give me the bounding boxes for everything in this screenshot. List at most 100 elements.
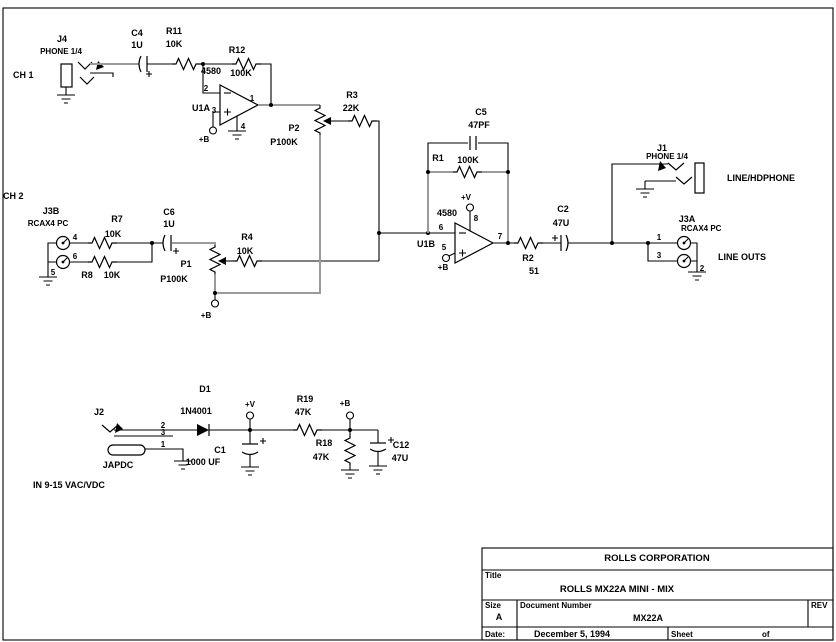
title-label: Title [485,571,502,580]
wire-r7-r8-join [117,242,163,263]
d1-value: 1N4001 [180,406,212,416]
bus-bias-terminal [210,299,220,308]
u1b-ref: U1B [417,239,436,249]
p2-value: P100K [270,137,298,147]
outputs-section [611,161,706,281]
c2-value: 47U [553,218,570,228]
bias-bus-wire [214,135,321,294]
rev-label: REV [811,601,828,610]
r1-resistor-symbol [453,165,482,179]
r19-resistor-symbol [293,423,322,437]
r1-value: 100K [457,155,479,165]
title-block: ROLLS CORPORATION Title ROLLS MX22A MINI… [481,547,834,641]
wire-j3b-to-resistors [69,242,88,263]
u1a-opamp-symbol [208,84,260,140]
c5-value: 47PF [468,120,490,130]
c12-value: 47U [392,453,409,463]
r11-ref: R11 [166,26,182,36]
u1b-pin7: 7 [498,232,503,241]
r11-value: 10K [166,39,183,49]
j3b-pin6: 6 [73,252,78,261]
ch2-label: CH 2 [3,191,24,201]
c1-ref: C1 [214,445,226,455]
j3b-pin4: 4 [73,233,78,242]
j3b-ref: J3B [43,206,60,216]
j2-type: JAPDC [103,460,134,470]
bus-bias-label: +B [201,311,212,320]
p2-ref: P2 [288,123,299,133]
ch1-labels: CH 1 J4 PHONE 1/4 C4 1U R11 10K R12 100K… [13,26,360,147]
u1b-pin5: 5 [442,243,447,252]
u1a-bias-terminal [208,126,218,135]
jack-actuator-arrow-icon [115,423,123,433]
feedback-loop-wire [427,171,509,243]
r19-ref: R19 [297,394,314,404]
c2-ref: C2 [557,204,569,214]
u1b-bias-terminal [441,253,451,263]
ch1-section [57,55,380,261]
r7-resistor-symbol [88,236,117,250]
u1b-bias-label: +B [438,263,449,272]
u1a-pin3: 3 [212,106,217,115]
ground-icon [39,276,57,286]
ground-icon [57,94,75,104]
r2-ref: R2 [522,253,534,263]
vplus-terminal [245,411,255,420]
r7-value: 10K [105,229,122,239]
c6-value: 1U [163,219,175,229]
jack-actuator-arrow-icon [96,61,104,70]
junction-dot [269,103,273,107]
r18-value: 47K [313,452,330,462]
c1-capacitor-symbol [241,438,266,456]
r2-value: 51 [529,266,539,276]
r12-ref: R12 [229,45,246,55]
c4-capacitor-symbol [138,55,152,77]
j3b-pin5: 5 [51,268,56,277]
pot-wiper-arrow-icon [218,257,226,265]
r3-value: 22K [343,103,360,113]
j2-pin2: 2 [161,421,166,430]
wire-r3-to-summing-node [377,120,380,261]
bplus-label: +B [340,399,351,408]
junction-dot [377,231,381,235]
j3a-rca-jack-symbol [676,235,706,281]
u1b-pin8: 8 [474,214,479,223]
j4-ref: J4 [57,34,67,44]
mixer-section [377,136,678,264]
c12-ref: C12 [393,440,410,450]
vplus-label: +V [245,400,256,409]
j3b-rca-jack-symbol [39,235,71,286]
size-label: Size [485,601,502,610]
company-name: ROLLS CORPORATION [604,553,710,564]
power-section [101,411,394,479]
j3a-type: RCAX4 PC [681,224,722,233]
page-border [2,7,834,641]
ch2-labels: CH 2 J3B RCAX4 PC 4 6 5 R7 10K R8 10K C6… [3,191,254,320]
j1-phone-jack-symbol [636,161,705,198]
output-labels: J1 PHONE 1/4 LINE/HDPHONE J3A RCAX4 PC 1… [646,143,795,273]
u1a-bias-label: +B [199,135,210,144]
p1-ref: P1 [180,259,191,269]
date-value: December 5, 1994 [534,629,610,639]
doc-number-label: Document Number [520,601,592,610]
ch2-section [39,135,379,308]
doc-number-value: MX22A [633,613,664,623]
c1-value: 1000 UF [186,457,221,467]
p1-value: P100K [160,274,188,284]
j2-pin3: 3 [161,428,166,437]
u1a-pin1: 1 [250,94,255,103]
r4-value: 10K [237,246,254,256]
j4-type: PHONE 1/4 [40,47,82,56]
j2-pin1: 1 [161,440,166,449]
bplus-terminal [345,411,355,420]
c5-ref: C5 [475,107,487,117]
wire-j2-pin1 [145,448,184,461]
c12-capacitor-symbol [369,437,394,453]
p1-pot-symbol [208,245,233,274]
r18-ref: R18 [316,438,333,448]
r4-resistor-symbol [233,254,262,268]
r12-value: 100K [230,68,252,78]
drawing-title: ROLLS MX22A MINI - MIX [560,584,675,595]
ground-icon [174,460,192,470]
